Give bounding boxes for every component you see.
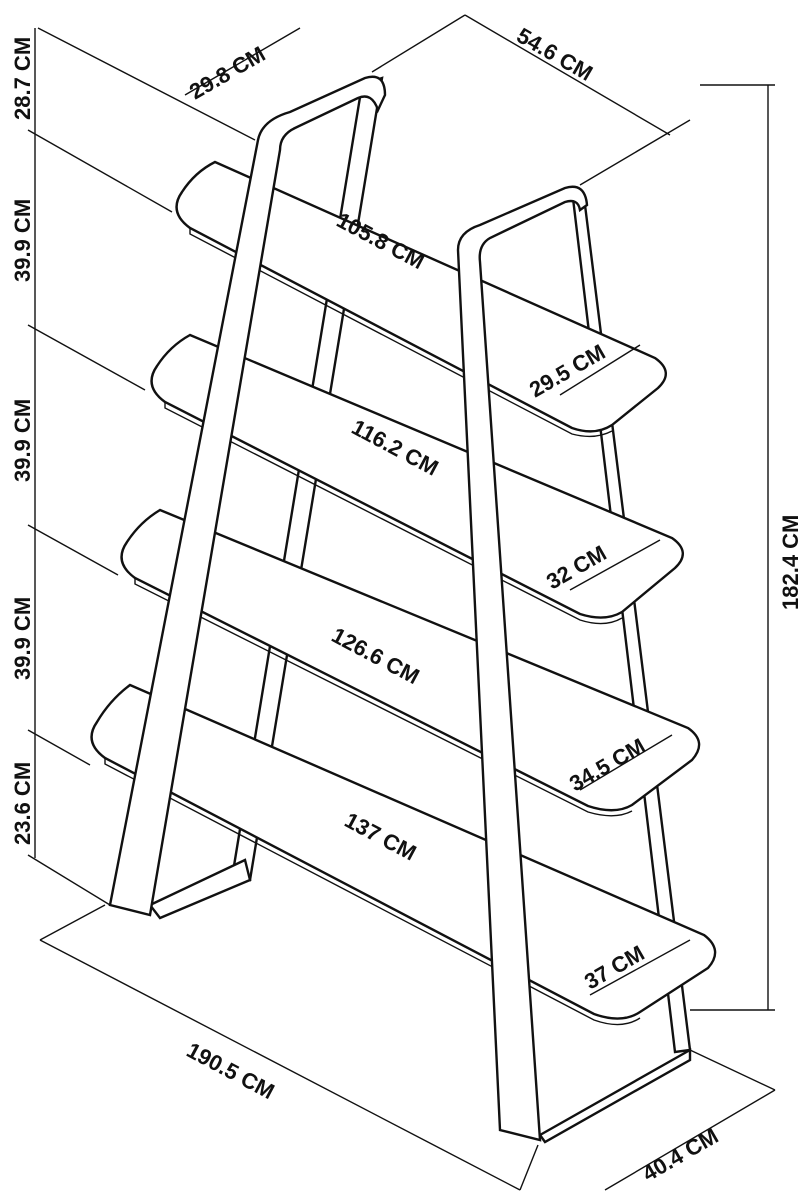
total-height-label: 182.4 CM [778, 515, 802, 610]
left-front-leg [108, 75, 387, 917]
base-right-brace [538, 1047, 692, 1144]
base-width-label: 190.5 CM [183, 1037, 279, 1104]
shelf-3 [120, 508, 701, 817]
top-depth-label: 29.8 CM [185, 41, 270, 104]
shelf-1 [175, 160, 667, 438]
dimension-lines [27, 14, 776, 1191]
base-left-brace [148, 858, 252, 920]
height-label-4: 39.9 CM [10, 597, 35, 680]
shelf-2 [150, 333, 684, 625]
height-label-5: 23.6 CM [10, 762, 35, 845]
right-front-leg [456, 185, 589, 1142]
height-label-2: 39.9 CM [10, 199, 35, 282]
height-label-3: 39.9 CM [10, 399, 35, 482]
shelf-4 [90, 683, 717, 1026]
height-label-1: 28.7 CM [10, 37, 35, 120]
top-width-label: 54.6 CM [513, 23, 598, 86]
base-depth-label: 40.4 CM [638, 1123, 723, 1186]
